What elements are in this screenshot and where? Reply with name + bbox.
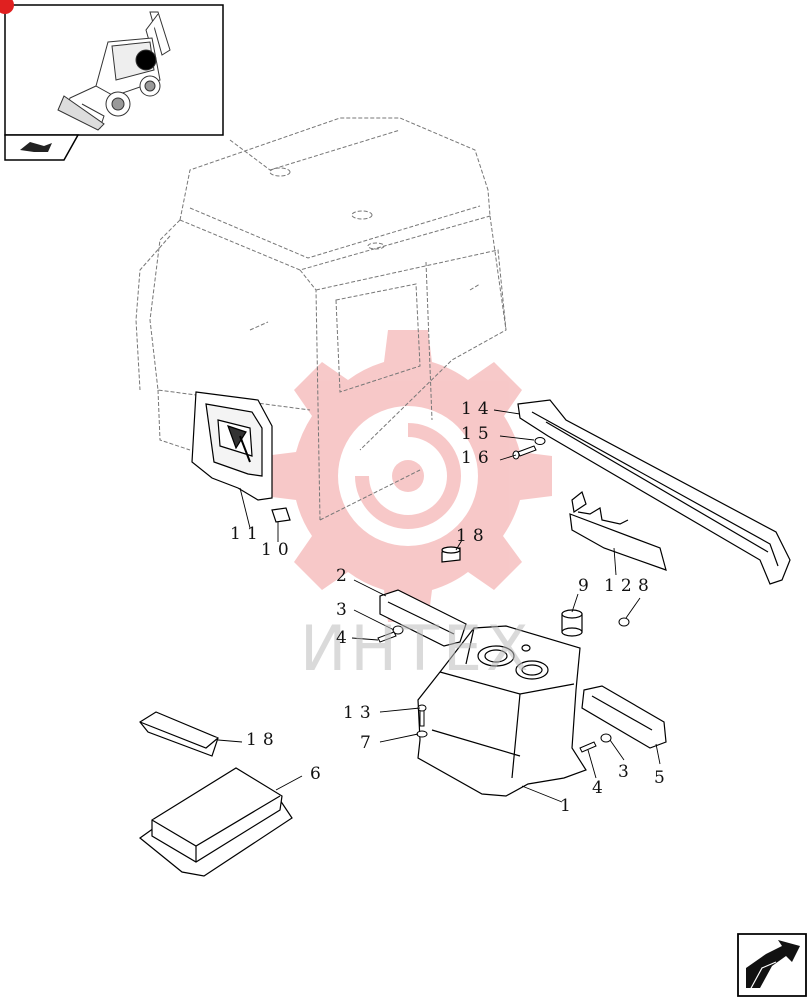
callout-5: 5 xyxy=(654,768,671,788)
callout-8: 8 xyxy=(638,576,655,596)
part-6-mat xyxy=(139,767,293,877)
callout-2: 2 xyxy=(336,566,353,586)
watermark-text: ИНТЕХ xyxy=(300,612,533,685)
callout-15: 15 xyxy=(461,424,495,444)
part-7-washer xyxy=(416,730,428,738)
callout-4-right: 4 xyxy=(592,778,609,798)
part-13-bolt xyxy=(417,704,427,727)
backhoe-loader-thumbnail xyxy=(57,11,171,131)
part-9-plug xyxy=(561,609,583,637)
part-4-bolt-left xyxy=(377,631,397,643)
part-18-plug xyxy=(441,546,461,563)
part-18-pad xyxy=(139,711,219,757)
callout-11: 11 xyxy=(230,524,264,544)
callout-9: 9 xyxy=(578,576,595,596)
part-15-washer xyxy=(534,437,546,445)
part-14-long-trim xyxy=(517,399,791,585)
callout-4-left: 4 xyxy=(336,628,353,648)
next-arrow-icon[interactable] xyxy=(737,933,807,997)
part-12-bracket xyxy=(569,490,667,571)
callout-1: 1 xyxy=(560,796,577,816)
part-4-bolt-right xyxy=(579,741,597,753)
callout-6: 6 xyxy=(310,764,327,784)
part-8-cap xyxy=(618,617,630,627)
leader-lines xyxy=(217,409,661,803)
callout-10: 10 xyxy=(261,540,295,560)
part-2-trim xyxy=(379,589,467,647)
part-11-side-panel xyxy=(191,391,273,501)
part-3-washer-right xyxy=(600,733,612,743)
callout-3-left: 3 xyxy=(336,600,353,620)
callout-18-upper: 18 xyxy=(456,526,490,546)
part-10-clip xyxy=(271,507,291,523)
callout-12: 12 xyxy=(604,576,638,596)
callout-18-lower: 18 xyxy=(246,730,280,750)
part-1-console xyxy=(417,625,587,797)
callout-3-right: 3 xyxy=(618,762,635,782)
callout-14: 14 xyxy=(461,399,495,419)
callout-7: 7 xyxy=(360,733,377,753)
callout-13: 13 xyxy=(343,703,377,723)
callout-16: 16 xyxy=(461,448,495,468)
part-5-trim xyxy=(581,685,667,749)
